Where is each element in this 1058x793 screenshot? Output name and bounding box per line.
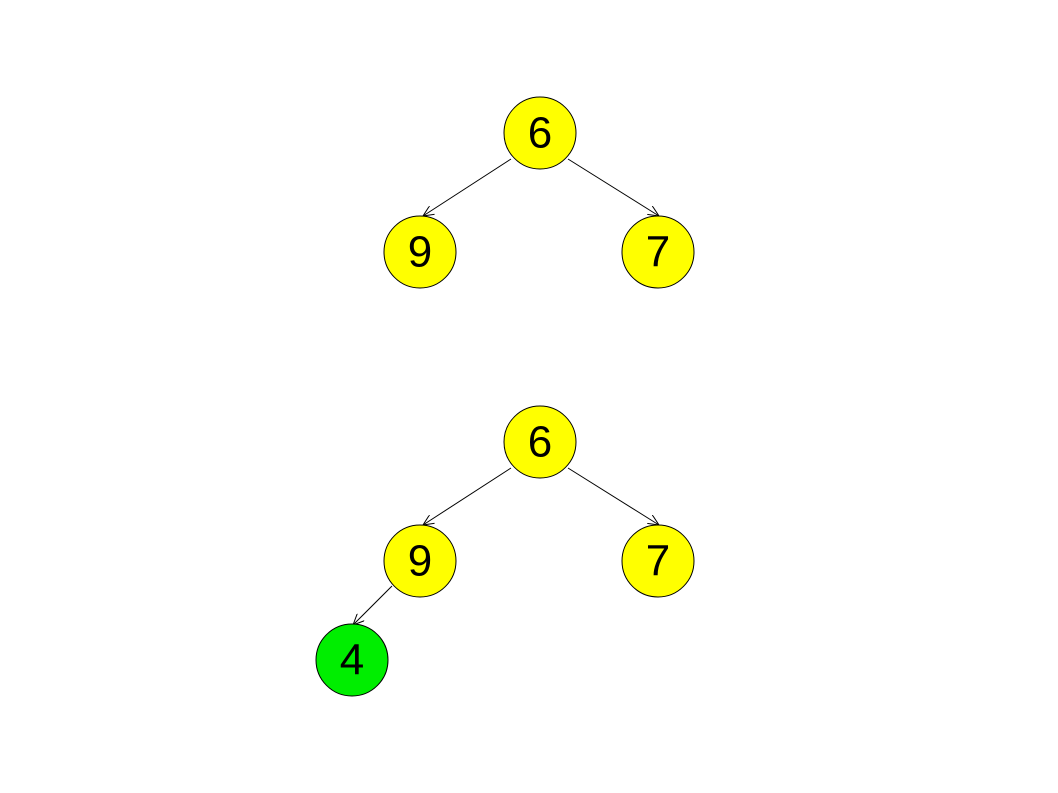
- node-circle: [621, 215, 695, 289]
- tree-node: 7: [621, 524, 695, 598]
- tree-before-insert: 6 9 7: [383, 96, 695, 289]
- node-label: 9: [408, 228, 432, 277]
- node-circle: [503, 96, 577, 170]
- node-label: 4: [340, 636, 364, 685]
- edge-9-to-4: [353, 585, 393, 625]
- node-circle: [503, 405, 577, 479]
- node-circle: [383, 524, 457, 598]
- tree-node: 7: [621, 215, 695, 289]
- tree-node: 6: [503, 96, 577, 170]
- node-label: 6: [528, 418, 552, 467]
- node-circle: [621, 524, 695, 598]
- tree-node: 9: [383, 215, 457, 289]
- tree-node: 6: [503, 405, 577, 479]
- edge-6-to-7: [567, 158, 659, 216]
- edge-6-to-9: [423, 467, 512, 525]
- node-circle: [315, 623, 389, 697]
- node-label: 6: [528, 109, 552, 158]
- edge-6-to-9: [423, 158, 512, 216]
- node-label: 9: [408, 537, 432, 586]
- node-label: 7: [646, 228, 670, 277]
- tree-after-insert: 6 9 7 4: [315, 405, 695, 697]
- node-label: 7: [646, 537, 670, 586]
- tree-node: 9: [383, 524, 457, 598]
- edge-6-to-7: [567, 467, 659, 525]
- tree-node-new: 4: [315, 623, 389, 697]
- node-circle: [383, 215, 457, 289]
